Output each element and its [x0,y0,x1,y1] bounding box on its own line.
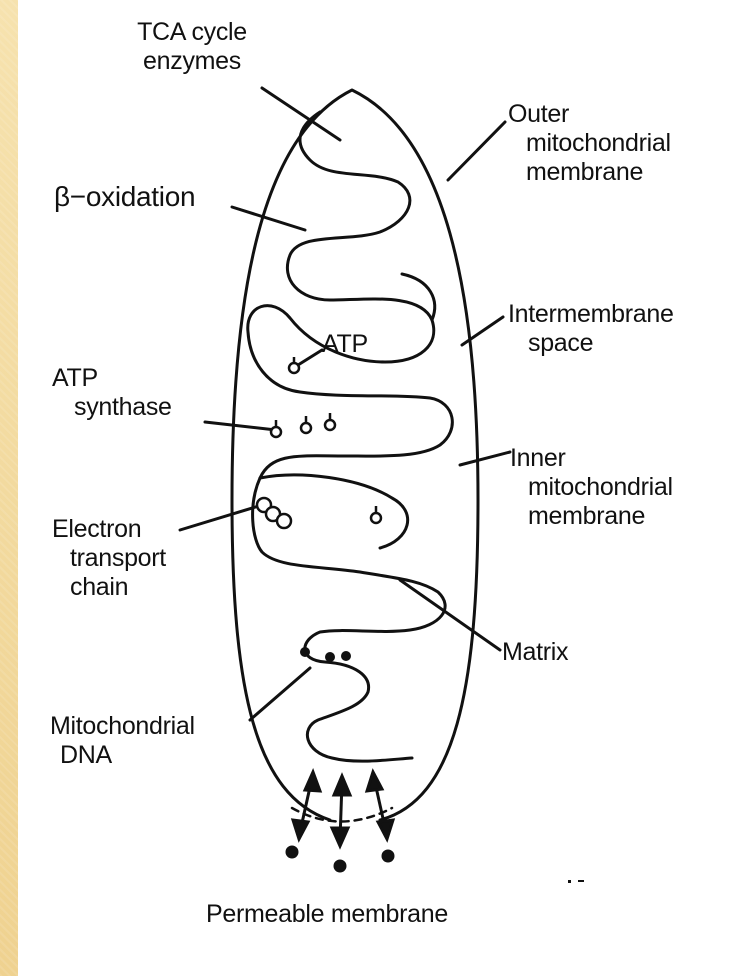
label-inner-line2: mitochondrial [528,473,673,502]
molecule-dot-3 [383,851,393,861]
crista-right-1 [402,274,435,320]
label-atp-synthase-line2: synthase [74,393,172,422]
label-atp-synthase-line1: ATP [52,364,172,393]
label-tca-line1: TCA cycle [112,18,272,47]
label-inner-line3: membrane [528,502,673,531]
label-atp-synthase: ATP synthase [52,364,172,422]
label-intermembrane-line2: space [528,329,674,358]
label-inner-membrane: Inner mitochondrial membrane [510,444,673,531]
molecule-dot-2 [335,861,345,871]
label-outer-line2: mitochondrial [526,129,671,158]
label-outer-line3: membrane [526,158,671,187]
label-tca-line2: enzymes [112,47,272,76]
label-etc-line1: Electron [52,515,166,544]
crista-right-2 [260,475,408,548]
label-tca-cycle-enzymes: TCA cycle enzymes [112,18,272,76]
leader-matrix [400,580,500,650]
label-mitochondrial-dna: Mitochondrial DNA [50,712,195,770]
label-intermembrane-space: Intermembrane space [508,300,674,358]
atp-synthase-knob-1 [271,427,281,437]
label-inner-line1: Inner [510,444,673,473]
label-permeable-membrane: Permeable membrane [206,900,448,929]
label-outer-membrane: Outer mitochondrial membrane [508,100,671,187]
etc-complex-3 [277,514,291,528]
leader-outer [448,122,505,180]
label-mtdna-line1: Mitochondrial [50,712,195,741]
atp-knob-1 [289,363,299,373]
atp-synthase-knob-3 [325,420,335,430]
atp-synthase-knob-4 [371,513,381,523]
arrow-down-2 [332,828,348,846]
arrow-up-3 [367,772,382,791]
leader-atp [298,350,322,365]
label-atp: ATP [322,330,368,359]
atp-synthase-knob-2 [301,423,311,433]
stray-mark-1 [568,880,571,883]
arrow-up-1 [305,772,320,791]
leader-etc [180,505,262,530]
mtdna-dot-2 [325,652,335,662]
mtdna-dot-3 [341,651,351,661]
stray-mark-2 [578,880,584,882]
label-etc-line2: transport [70,544,166,573]
arrow-down-1 [293,820,308,839]
label-mtdna-line2: DNA [60,741,195,770]
label-electron-transport-chain: Electron transport chain [52,515,166,602]
leader-atp-synthase [205,422,276,430]
label-intermembrane-line1: Intermembrane [508,300,674,329]
label-matrix: Matrix [502,638,568,667]
arrow-up-2 [334,776,350,795]
leader-mtdna [250,668,310,720]
label-outer-line1: Outer [508,100,671,129]
label-etc-line3: chain [70,573,166,602]
mtdna-dot-1 [300,647,310,657]
label-beta-oxidation: β−oxidation [54,182,195,211]
leader-beta [232,207,305,230]
molecule-dot-1 [287,847,297,857]
arrow-down-3 [378,820,393,839]
leader-inner [460,452,510,465]
